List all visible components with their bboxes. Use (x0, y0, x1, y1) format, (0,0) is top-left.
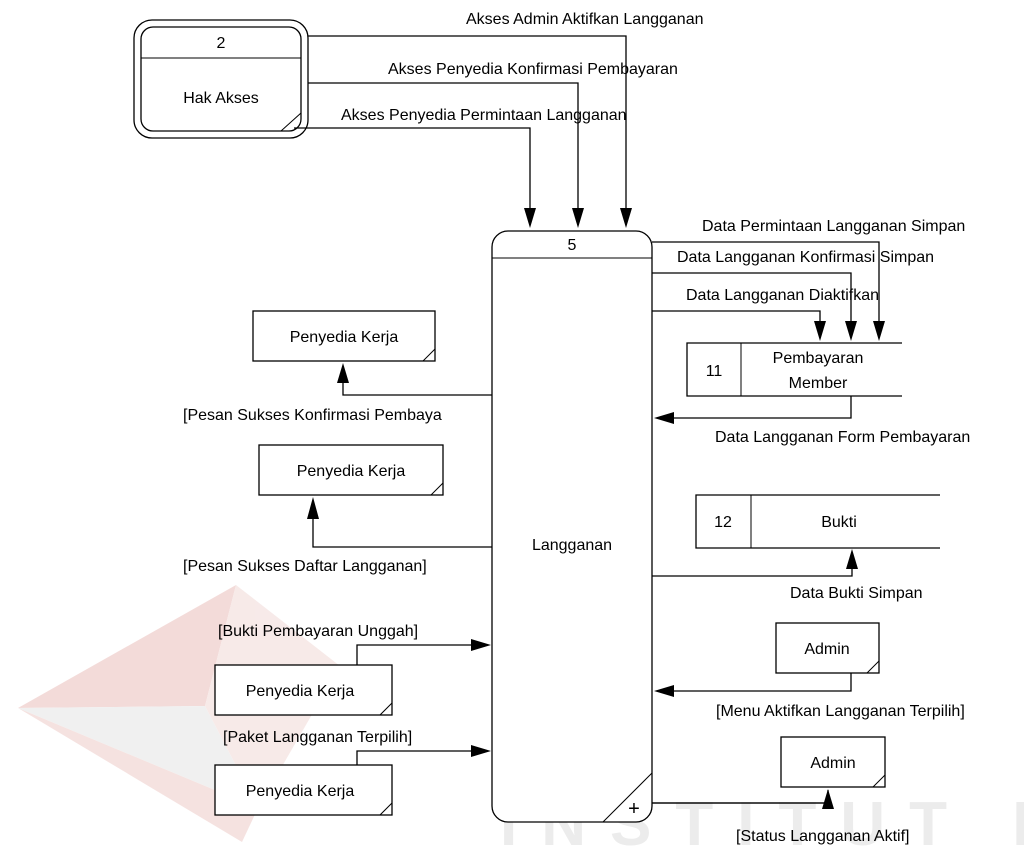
label-menu-aktifkan-terpilih: [Menu Aktifkan Langganan Terpilih] (716, 703, 965, 720)
datastore-pembayaran-member[interactable]: 11 Pembayaran Member (686, 342, 902, 397)
flow-paket-langganan-terpilih (356, 745, 491, 765)
flow-data-permintaan-simpan (652, 241, 885, 341)
entity-penyedia-kerja-2-label: Penyedia Kerja (297, 463, 406, 480)
process-langganan[interactable]: 5 Langganan + (491, 230, 653, 823)
datastore-bukti[interactable]: 12 Bukti (695, 494, 940, 549)
label-bukti-pembayaran-unggah: [Bukti Pembayaran Unggah] (218, 623, 418, 640)
flow-bukti-pembayaran-unggah (356, 639, 491, 665)
flow-data-form-pembayaran (654, 396, 852, 424)
expand-plus-icon[interactable]: + (628, 798, 640, 820)
datastore-pembayaran-member-id: 11 (706, 363, 723, 380)
entity-penyedia-kerja-2[interactable]: Penyedia Kerja (258, 444, 444, 496)
flow-status-arrowhead-final (822, 789, 834, 809)
process-langganan-name: Langganan (532, 537, 612, 554)
label-data-permintaan-simpan: Data Permintaan Langganan Simpan (702, 218, 965, 235)
entity-penyedia-kerja-4-label: Penyedia Kerja (246, 783, 355, 800)
label-akses-penyedia-permintaan: Akses Penyedia Permintaan Langganan (341, 107, 627, 124)
label-data-diaktifkan: Data Langganan Diaktifkan (686, 287, 879, 304)
label-pesan-sukses-daftar: [Pesan Sukses Daftar Langganan] (183, 558, 427, 575)
label-akses-penyedia-konfirmasi: Akses Penyedia Konfirmasi Pembayaran (388, 61, 678, 78)
entity-admin-2-label: Admin (810, 755, 855, 772)
entity-penyedia-kerja-1[interactable]: Penyedia Kerja (252, 310, 436, 362)
entity-penyedia-kerja-3[interactable]: Penyedia Kerja (214, 664, 393, 716)
flow-data-diaktifkan (652, 310, 826, 341)
flow-akses-admin-aktifkan (308, 35, 632, 228)
flow-akses-penyedia-permintaan (294, 127, 536, 228)
entity-admin-1-label: Admin (804, 641, 849, 658)
entity-penyedia-kerja-3-label: Penyedia Kerja (246, 683, 355, 700)
entity-admin-2[interactable]: Admin (780, 736, 886, 788)
label-data-form-pembayaran: Data Langganan Form Pembayaran (715, 429, 970, 446)
process-hak-akses[interactable]: 2 Hak Akses (133, 19, 309, 139)
entity-penyedia-kerja-4[interactable]: Penyedia Kerja (214, 764, 393, 816)
datastore-bukti-name: Bukti (821, 514, 857, 531)
flow-menu-aktifkan-terpilih (654, 673, 852, 697)
label-data-bukti-simpan: Data Bukti Simpan (790, 585, 923, 602)
label-data-konfirmasi-simpan: Data Langganan Konfirmasi Simpan (677, 249, 934, 266)
datastore-pembayaran-member-name-2: Member (789, 375, 848, 392)
entity-penyedia-kerja-1-label: Penyedia Kerja (290, 329, 399, 346)
label-pesan-sukses-konfirmasi: [Pesan Sukses Konfirmasi Pembaya (183, 407, 442, 424)
process-hak-akses-number: 2 (217, 35, 226, 52)
flow-akses-penyedia-konfirmasi (308, 82, 584, 228)
label-akses-admin-aktifkan: Akses Admin Aktifkan Langganan (466, 11, 704, 28)
flow-data-bukti-simpan (652, 549, 858, 577)
label-status-langganan-aktif: [Status Langganan Aktif] (736, 828, 909, 845)
entity-admin-1[interactable]: Admin (775, 622, 880, 674)
flow-pesan-sukses-konfirmasi (337, 363, 492, 396)
flow-data-konfirmasi-simpan (652, 272, 857, 341)
datastore-bukti-id: 12 (714, 514, 732, 531)
process-langganan-number: 5 (568, 237, 577, 254)
process-hak-akses-name: Hak Akses (183, 90, 259, 107)
datastore-pembayaran-member-name-1: Pembayaran (773, 350, 864, 367)
flow-pesan-sukses-daftar (307, 497, 492, 548)
label-paket-langganan-terpilih: [Paket Langganan Terpilih] (223, 729, 412, 746)
